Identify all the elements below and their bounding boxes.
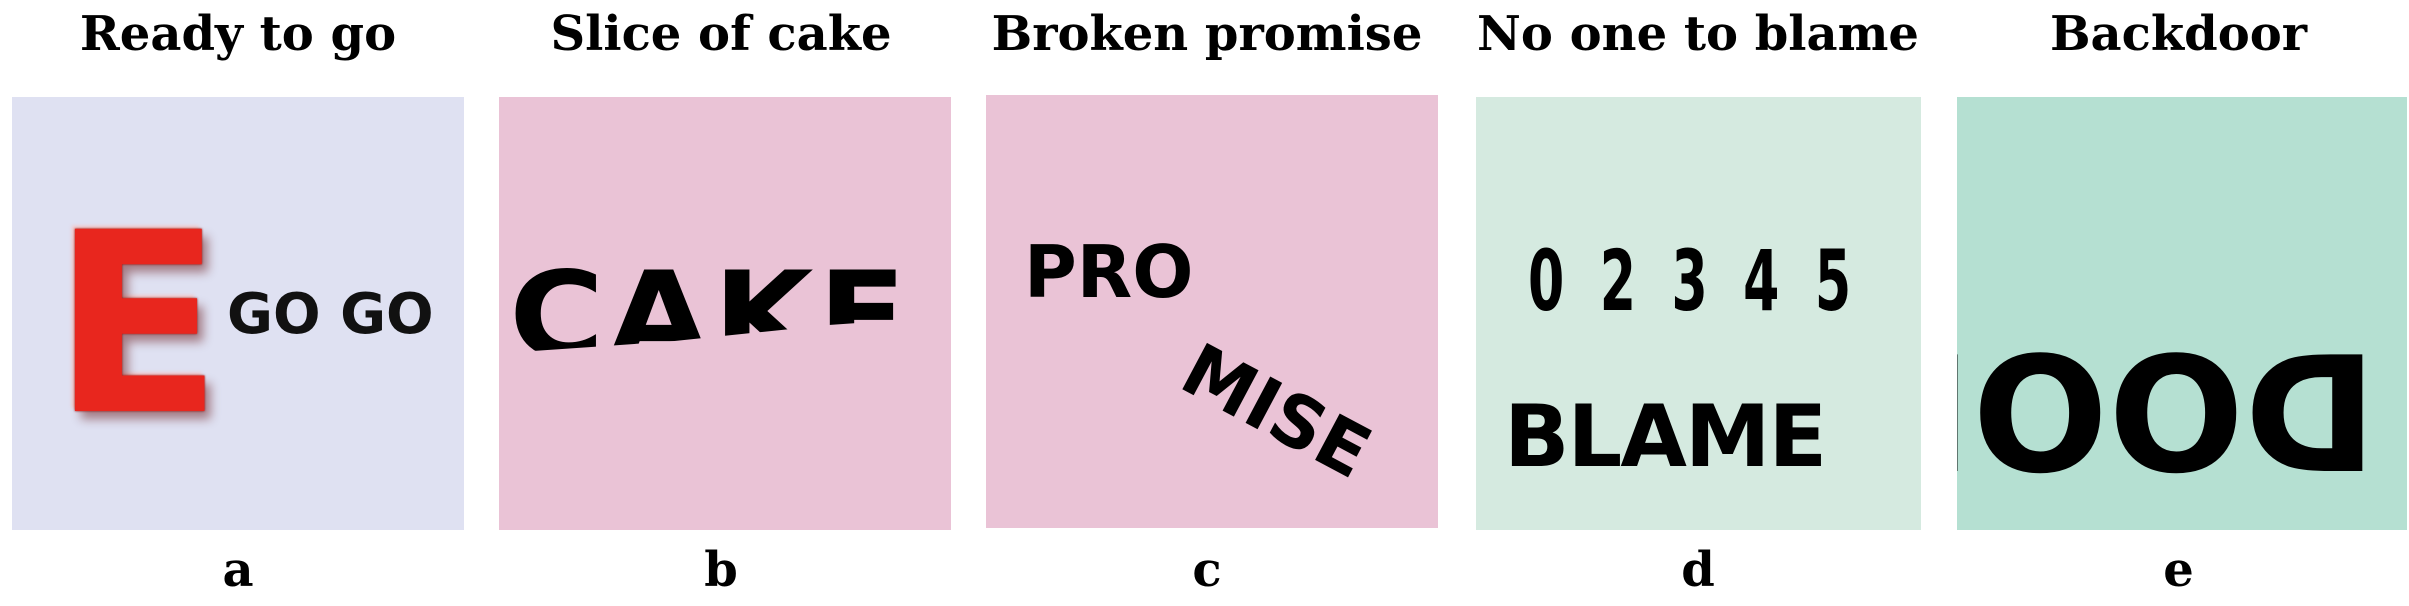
panel-title: Slice of cake bbox=[550, 6, 892, 62]
panel-c: Broken promise PRO MISE c bbox=[966, 0, 1448, 606]
rebus-sliced-word: CAKE bbox=[509, 247, 911, 386]
rebus-mirrored-word: DOOR bbox=[1957, 322, 2377, 509]
panel-letter: d bbox=[1681, 542, 1715, 598]
rebus-image: CAKE bbox=[499, 97, 951, 530]
rebus-image: E GO GO bbox=[12, 97, 464, 530]
panel-title: Ready to go bbox=[79, 6, 397, 62]
panel-letter: a bbox=[222, 542, 254, 598]
panel-e: Backdoor DOOR e bbox=[1948, 0, 2409, 606]
panel-letter: e bbox=[2163, 542, 2194, 598]
rebus-word: BLAME bbox=[1504, 387, 1827, 487]
rebus-big-letter: E bbox=[52, 179, 223, 470]
rebus-word-part-2: MISE bbox=[1168, 327, 1385, 495]
rebus-image: DOOR bbox=[1957, 97, 2407, 530]
rebus-word-part-1: PRO bbox=[1024, 230, 1194, 314]
panel-title: Backdoor bbox=[2049, 6, 2308, 62]
panel-a: Ready to go E GO GO a bbox=[0, 0, 476, 606]
rebus-image: PRO MISE bbox=[986, 95, 1438, 528]
panel-title: No one to blame bbox=[1477, 6, 1919, 62]
rebus-image: 0 2 3 4 5 BLAME bbox=[1476, 97, 1921, 530]
panel-d: No one to blame 0 2 3 4 5 BLAME d bbox=[1448, 0, 1948, 606]
panel-b: Slice of cake CAKE b bbox=[476, 0, 966, 606]
panel-letter: b bbox=[704, 542, 738, 598]
panel-letter: c bbox=[1192, 542, 1222, 598]
rebus-words: GO GO bbox=[227, 282, 434, 347]
rebus-numbers: 0 2 3 4 5 bbox=[1528, 232, 1860, 330]
panel-title: Broken promise bbox=[991, 6, 1423, 62]
